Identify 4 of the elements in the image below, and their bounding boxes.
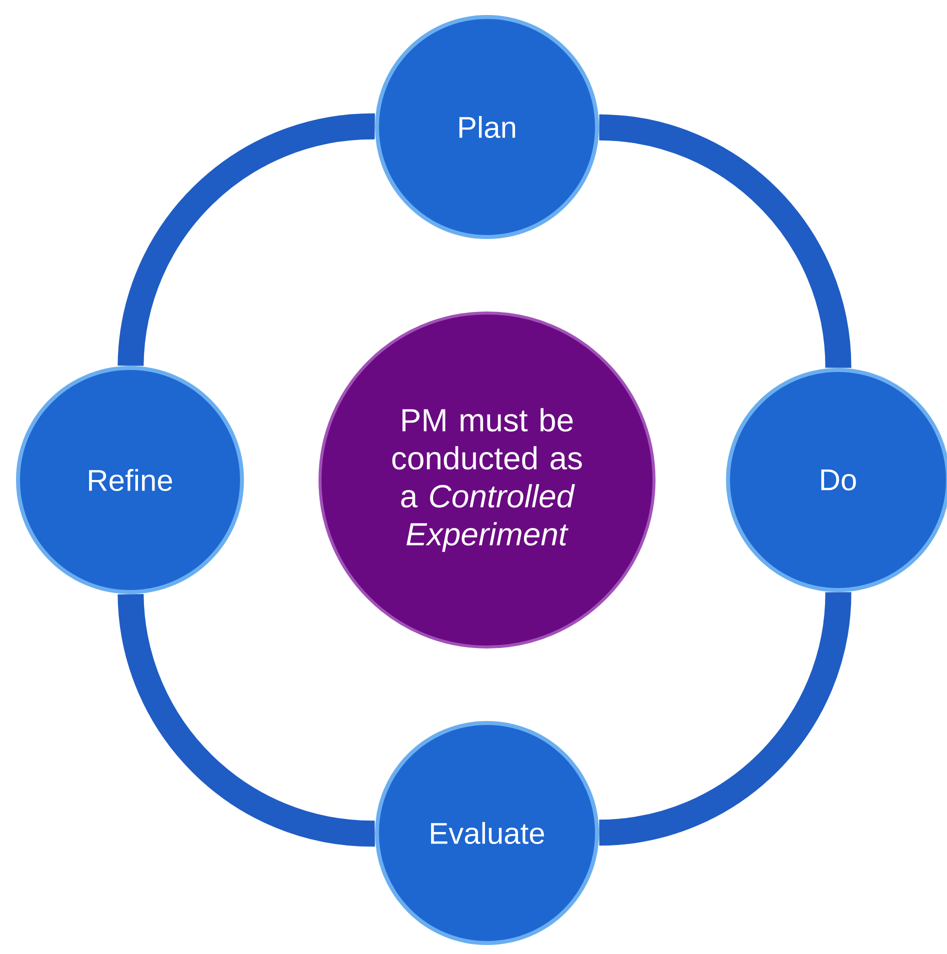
ring-arc	[598, 591, 852, 846]
ring-arc	[598, 114, 852, 369]
ring-arc	[118, 113, 376, 367]
ring-arc	[118, 593, 376, 847]
